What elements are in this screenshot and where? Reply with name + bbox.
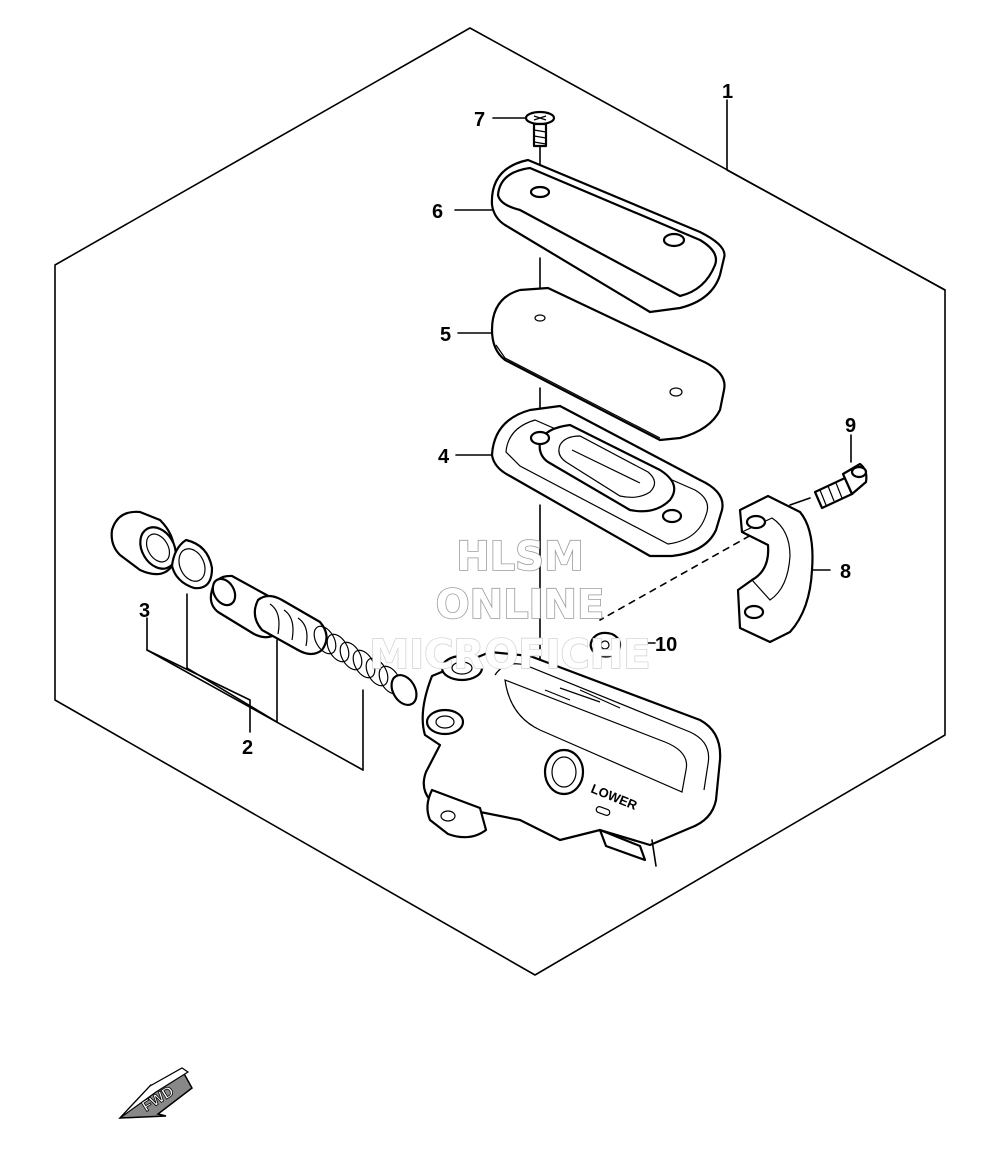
callout-10: 10 bbox=[655, 634, 677, 656]
callout-1: 1 bbox=[722, 81, 733, 103]
callout-5: 5 bbox=[440, 324, 451, 346]
watermark: HLSM ONLINE MICROFICHE bbox=[369, 533, 652, 679]
watermark-line-1: HLSM bbox=[456, 534, 584, 580]
diaphragm-plate-part bbox=[490, 286, 726, 442]
callout-6: 6 bbox=[432, 201, 443, 223]
circlip-part bbox=[170, 538, 214, 590]
callout-3: 3 bbox=[139, 600, 150, 622]
master-cylinder-body-part: LOWER bbox=[421, 650, 722, 867]
callout-7: 7 bbox=[474, 109, 485, 131]
callout-8: 8 bbox=[840, 561, 851, 583]
piston-kit-part bbox=[209, 574, 418, 707]
handlebar-clamp-part bbox=[736, 494, 814, 644]
callout-9: 9 bbox=[845, 415, 856, 437]
watermark-line-3: MICROFICHE bbox=[369, 632, 650, 678]
screw-part bbox=[524, 110, 556, 148]
reservoir-cap-part bbox=[490, 158, 726, 314]
callout-2: 2 bbox=[242, 737, 253, 759]
diaphragm-part bbox=[490, 404, 724, 558]
fwd-arrow-icon: FWD bbox=[118, 1067, 193, 1119]
callout-4: 4 bbox=[438, 446, 450, 468]
clip-part bbox=[589, 631, 622, 658]
assembly-outline bbox=[54, 27, 946, 976]
clamp-bolt-part bbox=[813, 462, 868, 510]
watermark-line-2: ONLINE bbox=[436, 582, 605, 628]
